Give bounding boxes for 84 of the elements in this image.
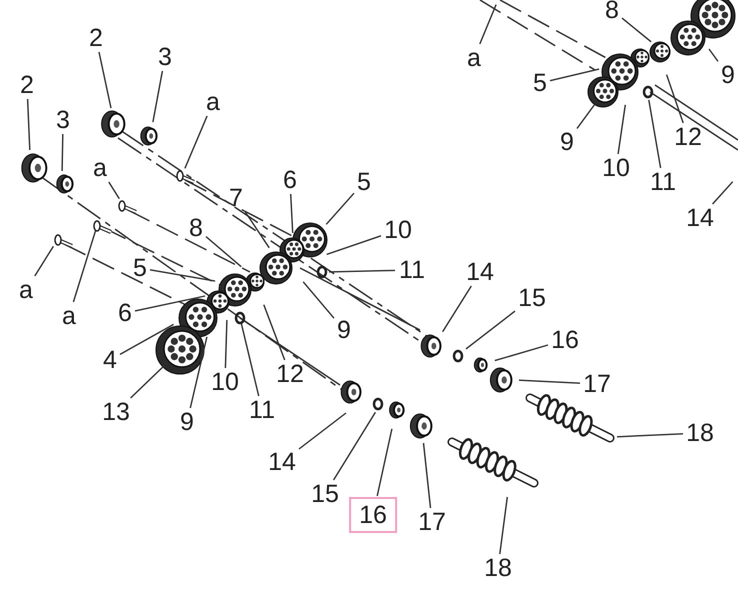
- leader-line: [466, 310, 516, 350]
- callout-number: 12: [672, 123, 704, 151]
- leader-line: [130, 365, 165, 398]
- callout-number: 11: [648, 168, 678, 196]
- leader-line: [72, 230, 96, 302]
- leader-line: [34, 246, 54, 276]
- callout-number: 5: [531, 69, 549, 97]
- leader-line: [328, 270, 396, 273]
- callout-number: 4: [101, 346, 119, 374]
- leader-line: [617, 104, 626, 154]
- leader-line: [712, 181, 734, 204]
- leader-line: [152, 70, 164, 122]
- callout-number: 15: [309, 480, 341, 508]
- callout-number: 13: [100, 398, 132, 426]
- leader-line: [98, 52, 112, 108]
- callout-number: 14: [266, 448, 298, 476]
- callout-number: 18: [684, 419, 716, 447]
- leader-line: [376, 428, 393, 496]
- leader-line: [518, 380, 580, 384]
- leader-line: [422, 442, 432, 508]
- callout-number: 14: [684, 204, 716, 232]
- callout-number: 6: [281, 166, 299, 194]
- callout-number: a: [60, 302, 78, 330]
- callout-number: a: [465, 44, 483, 72]
- leader-line: [550, 68, 600, 82]
- callout-number: 5: [355, 168, 373, 196]
- callout-number: 10: [209, 368, 241, 396]
- callout-number: 6: [116, 299, 134, 327]
- callout-number: a: [17, 276, 35, 304]
- leader-line: [494, 344, 548, 362]
- callout-number: 10: [382, 216, 414, 244]
- leader-line: [442, 286, 472, 332]
- callout-number: 10: [600, 154, 632, 182]
- callout-number: 9: [178, 408, 196, 436]
- leader-line: [576, 104, 596, 129]
- callout-number: 3: [54, 106, 72, 134]
- leader-line: [150, 269, 216, 282]
- callout-number: 2: [18, 71, 36, 99]
- leader-line: [708, 48, 719, 62]
- callout-number: 18: [482, 554, 514, 582]
- leader-line: [616, 433, 684, 438]
- callout-number: 11: [397, 256, 427, 284]
- callout-number: 15: [516, 284, 548, 312]
- callout-number: 11: [247, 396, 277, 424]
- callout-number: 2: [87, 24, 105, 52]
- callout-number: 9: [719, 61, 737, 89]
- leader-line: [240, 322, 260, 396]
- callout-number: 3: [156, 43, 174, 71]
- callout-number: 7: [227, 184, 245, 212]
- leader-line: [298, 412, 346, 450]
- callout-number: a: [204, 88, 222, 116]
- leader-line: [302, 281, 335, 319]
- leader-line: [622, 18, 652, 42]
- leader-line: [26, 98, 30, 150]
- leader-line: [224, 320, 228, 368]
- leader-line: [206, 236, 242, 268]
- callout-number: 16: [549, 326, 581, 354]
- callout-number: 17: [581, 370, 613, 398]
- leader-line: [184, 116, 208, 169]
- leader-line: [108, 182, 120, 200]
- callout-number: 12: [274, 360, 306, 388]
- callout-number: a: [91, 154, 109, 182]
- leader-line: [190, 336, 208, 408]
- leader-line: [61, 134, 64, 172]
- leader-line: [263, 304, 286, 360]
- leader-line: [326, 192, 355, 225]
- callout-number: 8: [187, 214, 205, 242]
- leader-line: [499, 496, 508, 554]
- callout-number: 8: [603, 0, 621, 24]
- leader-line: [326, 235, 382, 256]
- leader-line: [666, 74, 684, 124]
- leader-line: [648, 100, 662, 168]
- callout-number: 9: [558, 128, 576, 156]
- leader-line: [134, 295, 206, 312]
- callout-number: 17: [416, 508, 448, 536]
- leader-line: [120, 324, 174, 356]
- leader-line: [290, 194, 294, 234]
- callout-number: 9: [335, 316, 353, 344]
- callout-number: 14: [464, 258, 496, 286]
- leader-line: [244, 212, 270, 248]
- callout-number: 5: [131, 254, 149, 282]
- leader-line: [479, 4, 497, 44]
- highlighted-callout-number: 16: [349, 497, 397, 533]
- leader-line: [333, 412, 376, 480]
